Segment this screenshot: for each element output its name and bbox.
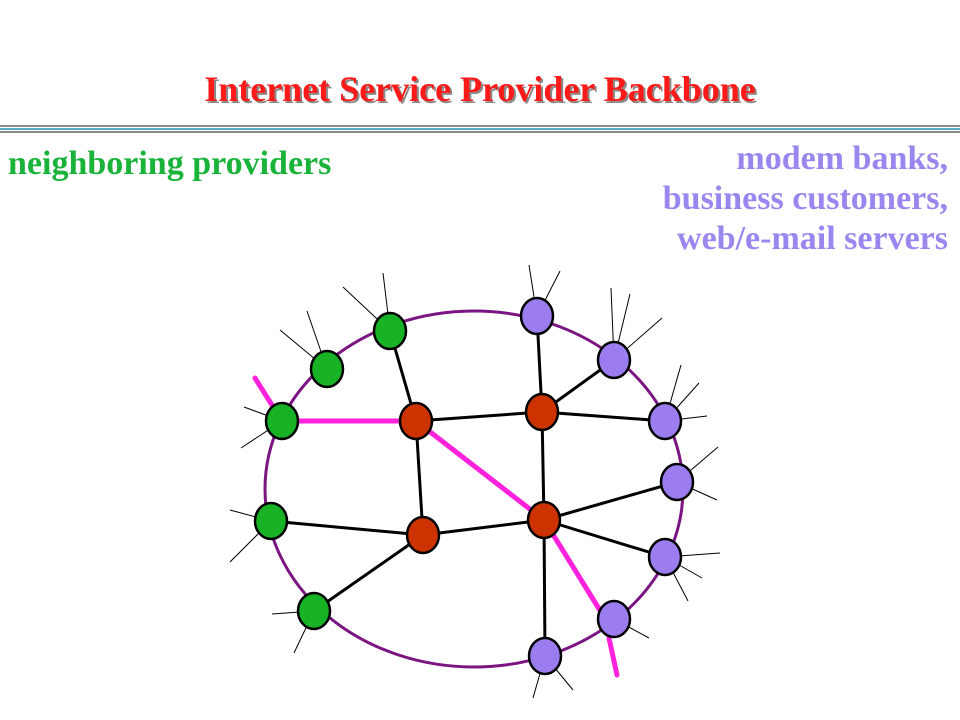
title-divider [0,125,960,133]
neighbor-node [372,311,408,351]
core-routers [398,392,562,555]
customer-nodes [519,296,695,676]
neighbor-node [253,501,289,541]
core-router [526,500,562,540]
customer-node [527,636,563,676]
neighbor-nodes [253,311,408,631]
customer-label-line-1: modem banks, [736,140,948,177]
core-router [405,515,441,555]
customer-node [647,537,683,577]
neighbor-node [309,349,345,389]
core-router [524,392,560,432]
external-stubs [229,264,721,699]
neighbor-node [264,401,300,441]
customer-node [596,340,632,380]
customer-label-line-2: business customers, [662,180,948,217]
customer-node [659,462,695,502]
slide-title: Internet Service Provider Backbone [204,69,756,109]
core-router [398,401,434,441]
customer-node [596,599,632,639]
neighbor-node [296,591,332,631]
customer-label: modem banks, business customers, web/e-m… [663,139,948,259]
customer-node [519,296,555,336]
customer-node [647,401,683,441]
customer-label-line-3: web/e-mail servers [677,220,948,257]
neighboring-providers-label: neighboring providers [8,145,332,182]
